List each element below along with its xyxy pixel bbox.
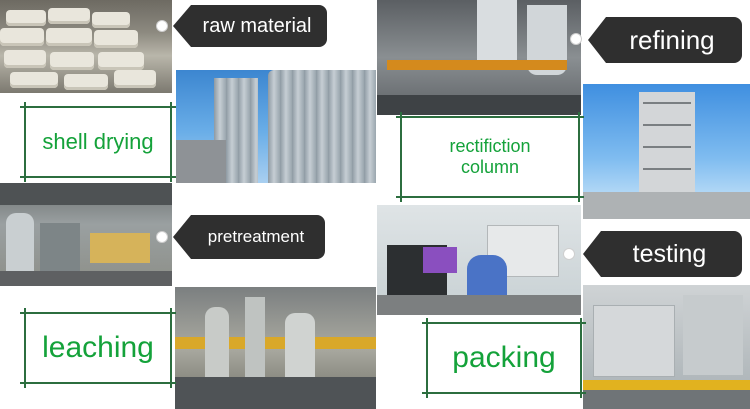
pretreatment-text: pretreatment xyxy=(207,227,305,246)
packing-photo xyxy=(583,285,750,409)
rectifiction-column-photo xyxy=(583,84,750,219)
refining-label: refining xyxy=(588,17,742,63)
raw-material-label: raw material xyxy=(173,5,327,47)
testing-text: testing xyxy=(632,239,707,268)
pretreatment-marker xyxy=(157,232,167,242)
refining-photo xyxy=(377,0,581,115)
raw-material-photo xyxy=(0,0,172,93)
rectifiction-column-text: rectifiction column xyxy=(449,136,531,177)
pretreatment-label: pretreatment xyxy=(173,215,325,259)
testing-photo xyxy=(377,205,581,315)
shell-drying-text: shell drying xyxy=(42,129,154,155)
raw-material-text: raw material xyxy=(202,14,312,37)
leaching-photo xyxy=(175,287,376,409)
refining-marker xyxy=(571,34,581,44)
testing-marker xyxy=(564,249,574,259)
leaching-text: leaching xyxy=(42,330,154,364)
pretreatment-photo xyxy=(0,183,172,286)
packing-frame: packing xyxy=(422,318,586,398)
shell-drying-frame: shell drying xyxy=(20,102,176,182)
rectifiction-column-frame: rectifiction column xyxy=(396,112,584,202)
packing-text: packing xyxy=(452,340,556,374)
leaching-frame: leaching xyxy=(20,308,176,388)
shell-drying-photo xyxy=(176,70,376,183)
testing-label: testing xyxy=(583,231,742,277)
refining-text: refining xyxy=(629,24,715,55)
raw-material-marker xyxy=(157,21,167,31)
